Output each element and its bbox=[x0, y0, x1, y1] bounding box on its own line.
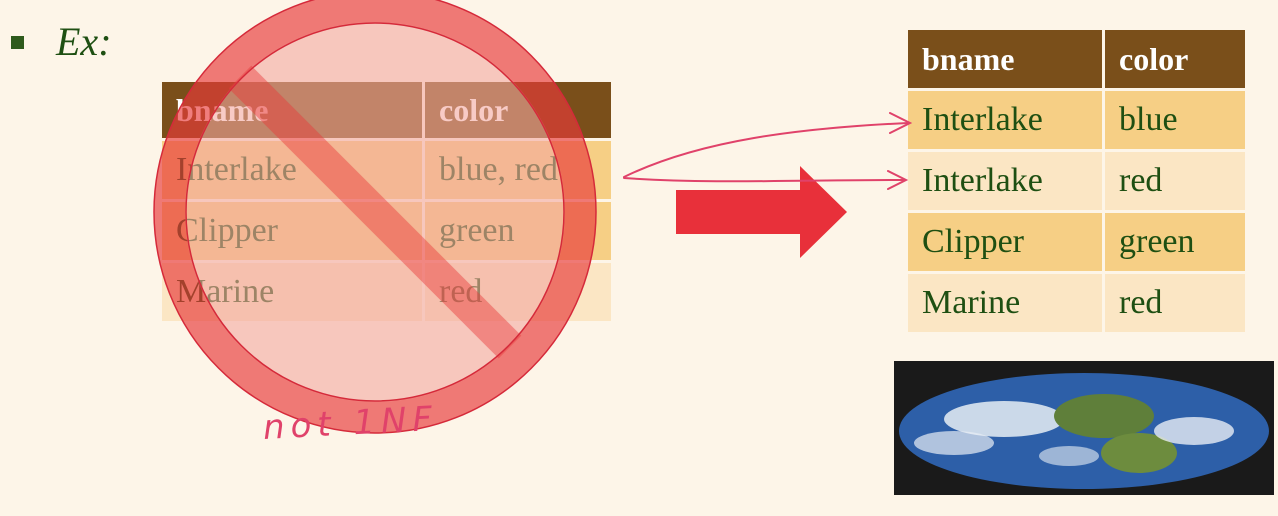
table-cell: red bbox=[1105, 274, 1245, 332]
table-cell: red bbox=[425, 263, 611, 321]
table-cell: green bbox=[1105, 213, 1245, 271]
table-cell: Interlake bbox=[908, 91, 1102, 149]
table-cell: blue bbox=[1105, 91, 1245, 149]
table-cell: green bbox=[425, 202, 611, 260]
ink-arrows bbox=[623, 112, 913, 190]
column-header: bname bbox=[908, 30, 1102, 88]
table-cell: red bbox=[1105, 152, 1245, 210]
example-label: Ex: bbox=[56, 19, 112, 64]
right-table: bname color Interlake blue Interlake red… bbox=[905, 27, 1248, 335]
column-header: color bbox=[1105, 30, 1245, 88]
table-cell: Interlake bbox=[162, 141, 422, 199]
table-header-row: bname color bbox=[908, 30, 1245, 88]
prohibition-sign-icon bbox=[153, 0, 597, 434]
table-row: Marine red bbox=[908, 274, 1245, 332]
table-cell: Clipper bbox=[162, 202, 422, 260]
table-row: Interlake blue bbox=[908, 91, 1245, 149]
right-arrow-icon bbox=[676, 166, 847, 258]
table-row: Interlake blue, red bbox=[162, 141, 611, 199]
table-row: Clipper green bbox=[908, 213, 1245, 271]
flat-earth-image bbox=[894, 361, 1274, 495]
table-cell: blue, red bbox=[425, 141, 611, 199]
table-cell: Marine bbox=[908, 274, 1102, 332]
table-row: Clipper green bbox=[162, 202, 611, 260]
table-cell: Interlake bbox=[908, 152, 1102, 210]
left-table: bname color Interlake blue, red Clipper … bbox=[159, 79, 614, 324]
table-cell: Marine bbox=[162, 263, 422, 321]
table-row: Interlake red bbox=[908, 152, 1245, 210]
table-cell: Clipper bbox=[908, 213, 1102, 271]
table-row: Marine red bbox=[162, 263, 611, 321]
bullet-marker bbox=[11, 36, 24, 49]
